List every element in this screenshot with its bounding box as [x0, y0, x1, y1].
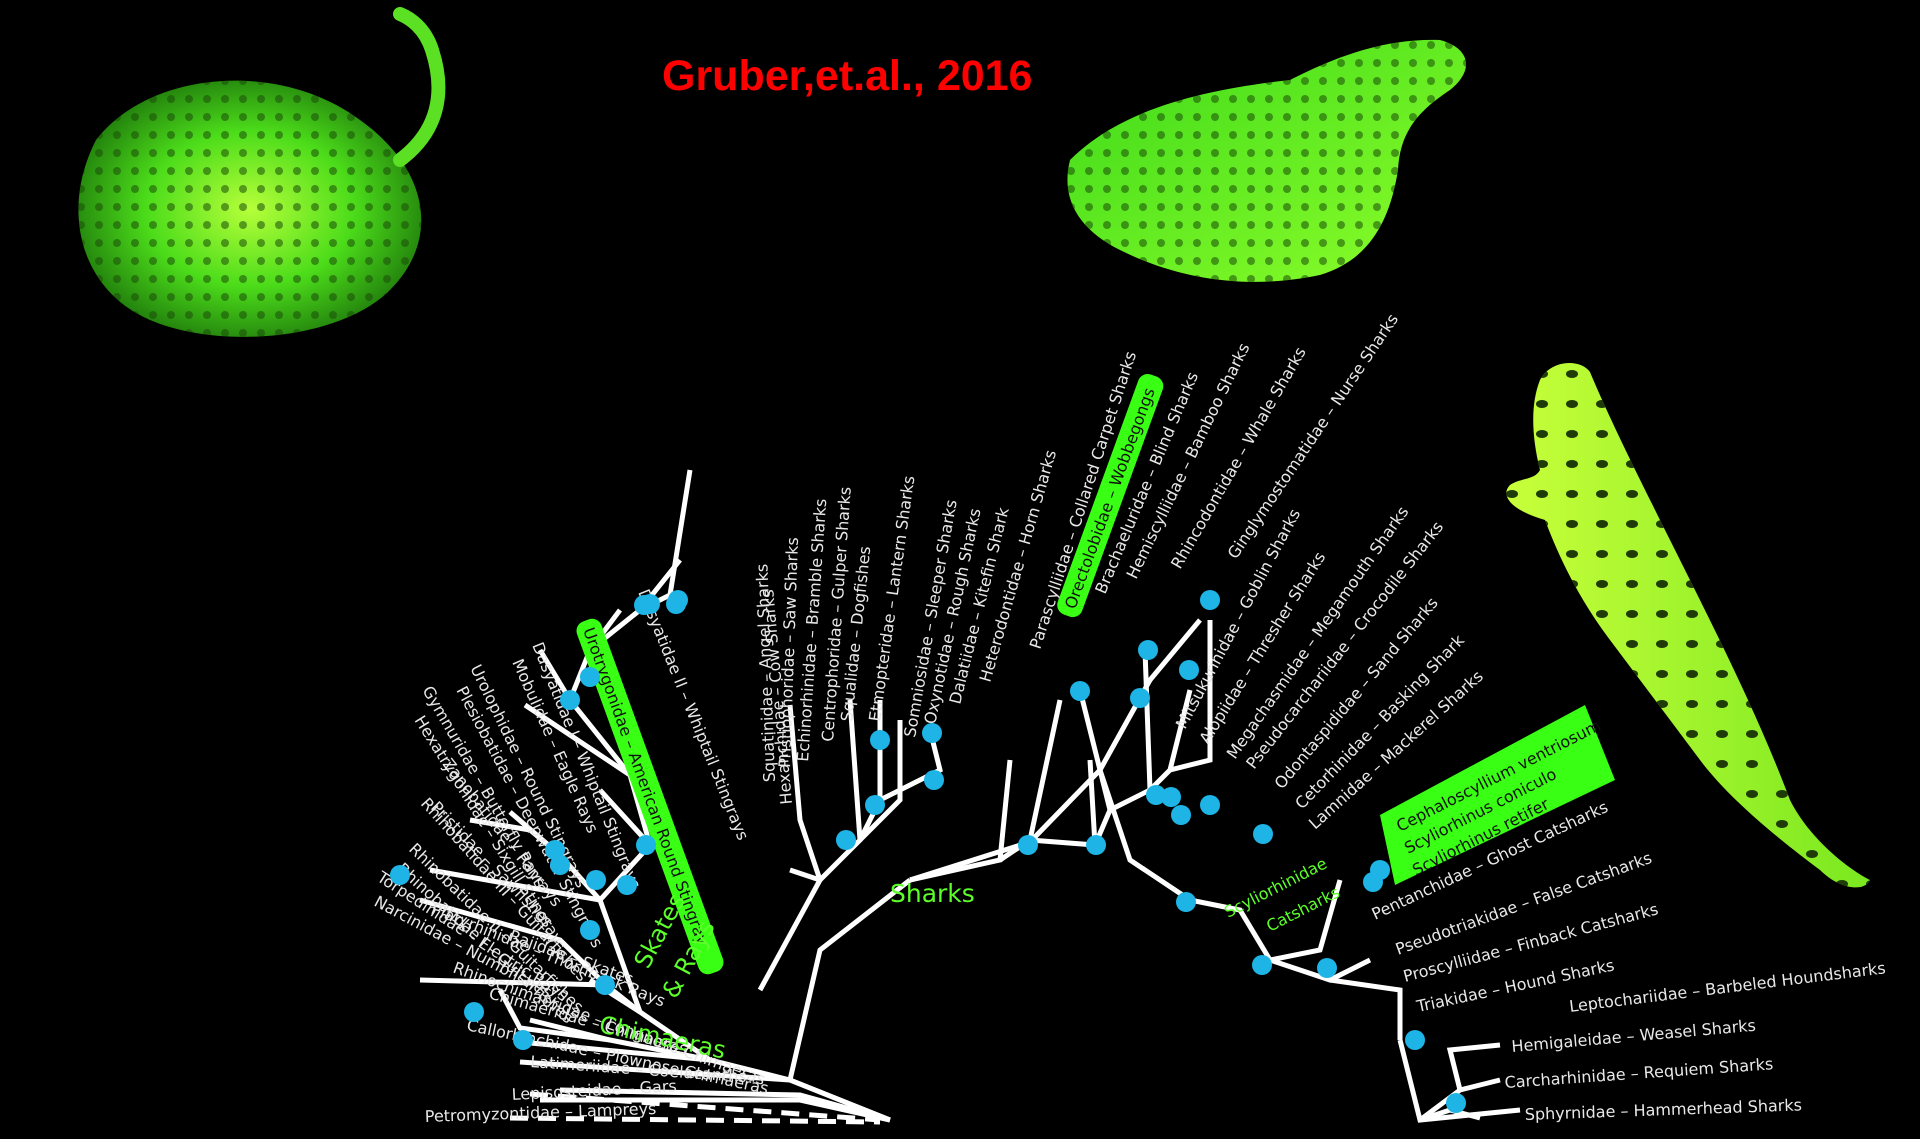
outgroup-dashed-branch	[509, 1115, 881, 1125]
node-marker	[560, 690, 580, 710]
node-marker	[836, 830, 856, 850]
node-marker	[1161, 787, 1181, 807]
tree-branch	[419, 897, 608, 987]
node-marker	[1176, 892, 1196, 912]
group-label-sharks: Sharks	[890, 879, 975, 908]
tree-branch	[1189, 897, 1273, 962]
tree-branch	[858, 720, 903, 842]
node-marker	[580, 667, 600, 687]
node-marker	[636, 835, 656, 855]
node-marker	[922, 723, 942, 743]
scyliorhinidae-badge: Scyliorhinidae Catsharks	[1221, 854, 1343, 936]
taxon-label: Petromyzontidae – Lampreys	[424, 1099, 656, 1126]
node-marker	[513, 1030, 533, 1050]
node-marker	[545, 840, 565, 860]
tree-branch	[787, 878, 912, 1081]
node-marker	[1138, 640, 1158, 660]
outgroup-dashed-branch	[529, 1091, 881, 1123]
node-marker	[668, 590, 688, 610]
catshark-photo	[1506, 362, 1870, 888]
node-marker	[1171, 805, 1191, 825]
node-marker	[464, 1002, 484, 1022]
taxon-label: Carcharhinidae – Requiem Sharks	[1504, 1054, 1774, 1092]
tree-branch	[497, 988, 611, 1043]
node-marker	[1018, 835, 1038, 855]
node-marker	[924, 770, 944, 790]
node-marker	[586, 870, 606, 890]
tree-branch	[1446, 1042, 1501, 1091]
tree-branch	[1108, 649, 1153, 813]
node-marker	[1446, 1093, 1466, 1113]
tree-branch	[1097, 769, 1192, 903]
node-marker	[1370, 860, 1390, 880]
tree-branch	[878, 729, 943, 803]
taxon-label: Sphyrnidae – Hammerhead Sharks	[1524, 1095, 1802, 1124]
wobbegong-photo	[1067, 39, 1467, 282]
node-marker	[1200, 795, 1220, 815]
node-marker	[1200, 590, 1220, 610]
node-marker	[1252, 955, 1272, 975]
tree-branch	[757, 867, 824, 992]
node-marker	[865, 795, 885, 815]
node-marker	[1070, 681, 1090, 701]
tree-branch	[1169, 620, 1213, 773]
taxon-label: Hemigaleidae – Weasel Sharks	[1511, 1016, 1757, 1056]
highlight-box	[1057, 374, 1164, 618]
highlight-box	[576, 618, 724, 975]
tree-branch	[787, 704, 823, 881]
node-marker	[617, 875, 637, 895]
node-marker	[1086, 835, 1106, 855]
tree-branch	[1269, 879, 1343, 963]
stingray-photo	[78, 7, 446, 337]
taxon-label: Leptochariidae – Barbeled Houndsharks	[1568, 958, 1886, 1016]
node-marker	[1146, 785, 1166, 805]
node-marker	[390, 865, 410, 885]
citation-text: Gruber,et.al., 2016	[662, 52, 1033, 100]
node-marker	[1405, 1030, 1425, 1050]
node-marker	[640, 594, 660, 614]
node-marker	[1253, 824, 1273, 844]
node-marker	[1317, 958, 1337, 978]
node-marker	[1179, 660, 1199, 680]
tree-branch	[1097, 618, 1202, 772]
tree-branch	[559, 1087, 891, 1123]
node-marker	[870, 730, 890, 750]
node-marker	[1130, 688, 1150, 708]
tree-branch	[1329, 977, 1403, 1040]
node-marker	[580, 920, 600, 940]
node-marker	[595, 975, 615, 995]
